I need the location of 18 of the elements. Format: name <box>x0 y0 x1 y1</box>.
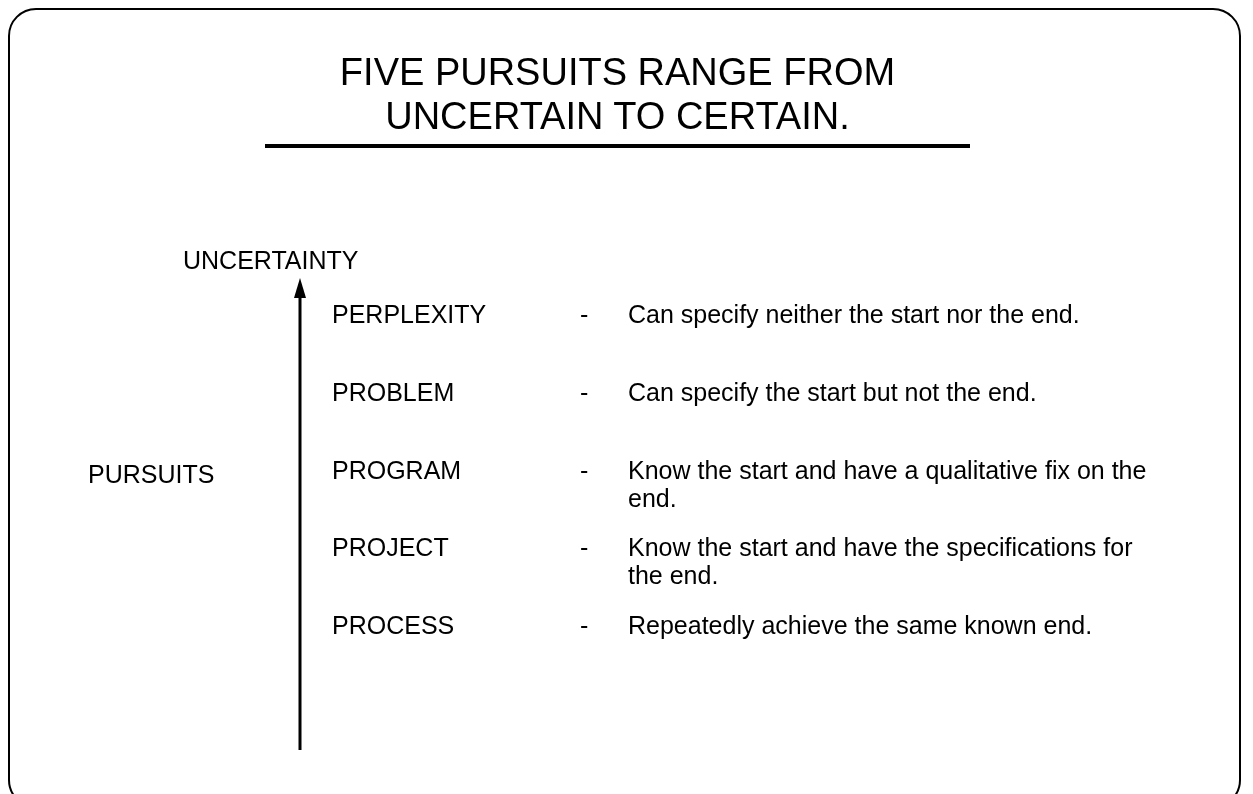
pursuit-description: Can specify the start but not the end. <box>628 378 1038 406</box>
pursuit-description: Repeatedly achieve the same known end. <box>628 611 1094 639</box>
pursuit-term: PROJECT <box>332 533 450 561</box>
pursuit-description: Know the start and have the specifications for the end. <box>628 533 1134 589</box>
separator-dash: - <box>580 300 590 328</box>
separator-dash: - <box>580 533 590 561</box>
separator-dash: - <box>580 378 590 406</box>
pursuit-term: PERPLEXITY <box>332 300 488 328</box>
pursuit-term: PROGRAM <box>332 456 463 484</box>
separator-dash: - <box>580 611 590 639</box>
axis-label: UNCERTAINTY <box>183 246 360 274</box>
pursuit-term: PROBLEM <box>332 378 456 406</box>
pursuit-description: Know the start and have a qualitative fix on the end. <box>628 456 1148 512</box>
axis-label: PURSUITS <box>88 460 216 488</box>
separator-dash: - <box>580 456 590 484</box>
slide-title: FIVE PURSUITS RANGE FROM UNCERTAIN TO CERTAIN. <box>265 50 970 148</box>
pursuit-term: PROCESS <box>332 611 456 639</box>
pursuit-description: Can specify neither the start nor the end. <box>628 300 1081 328</box>
